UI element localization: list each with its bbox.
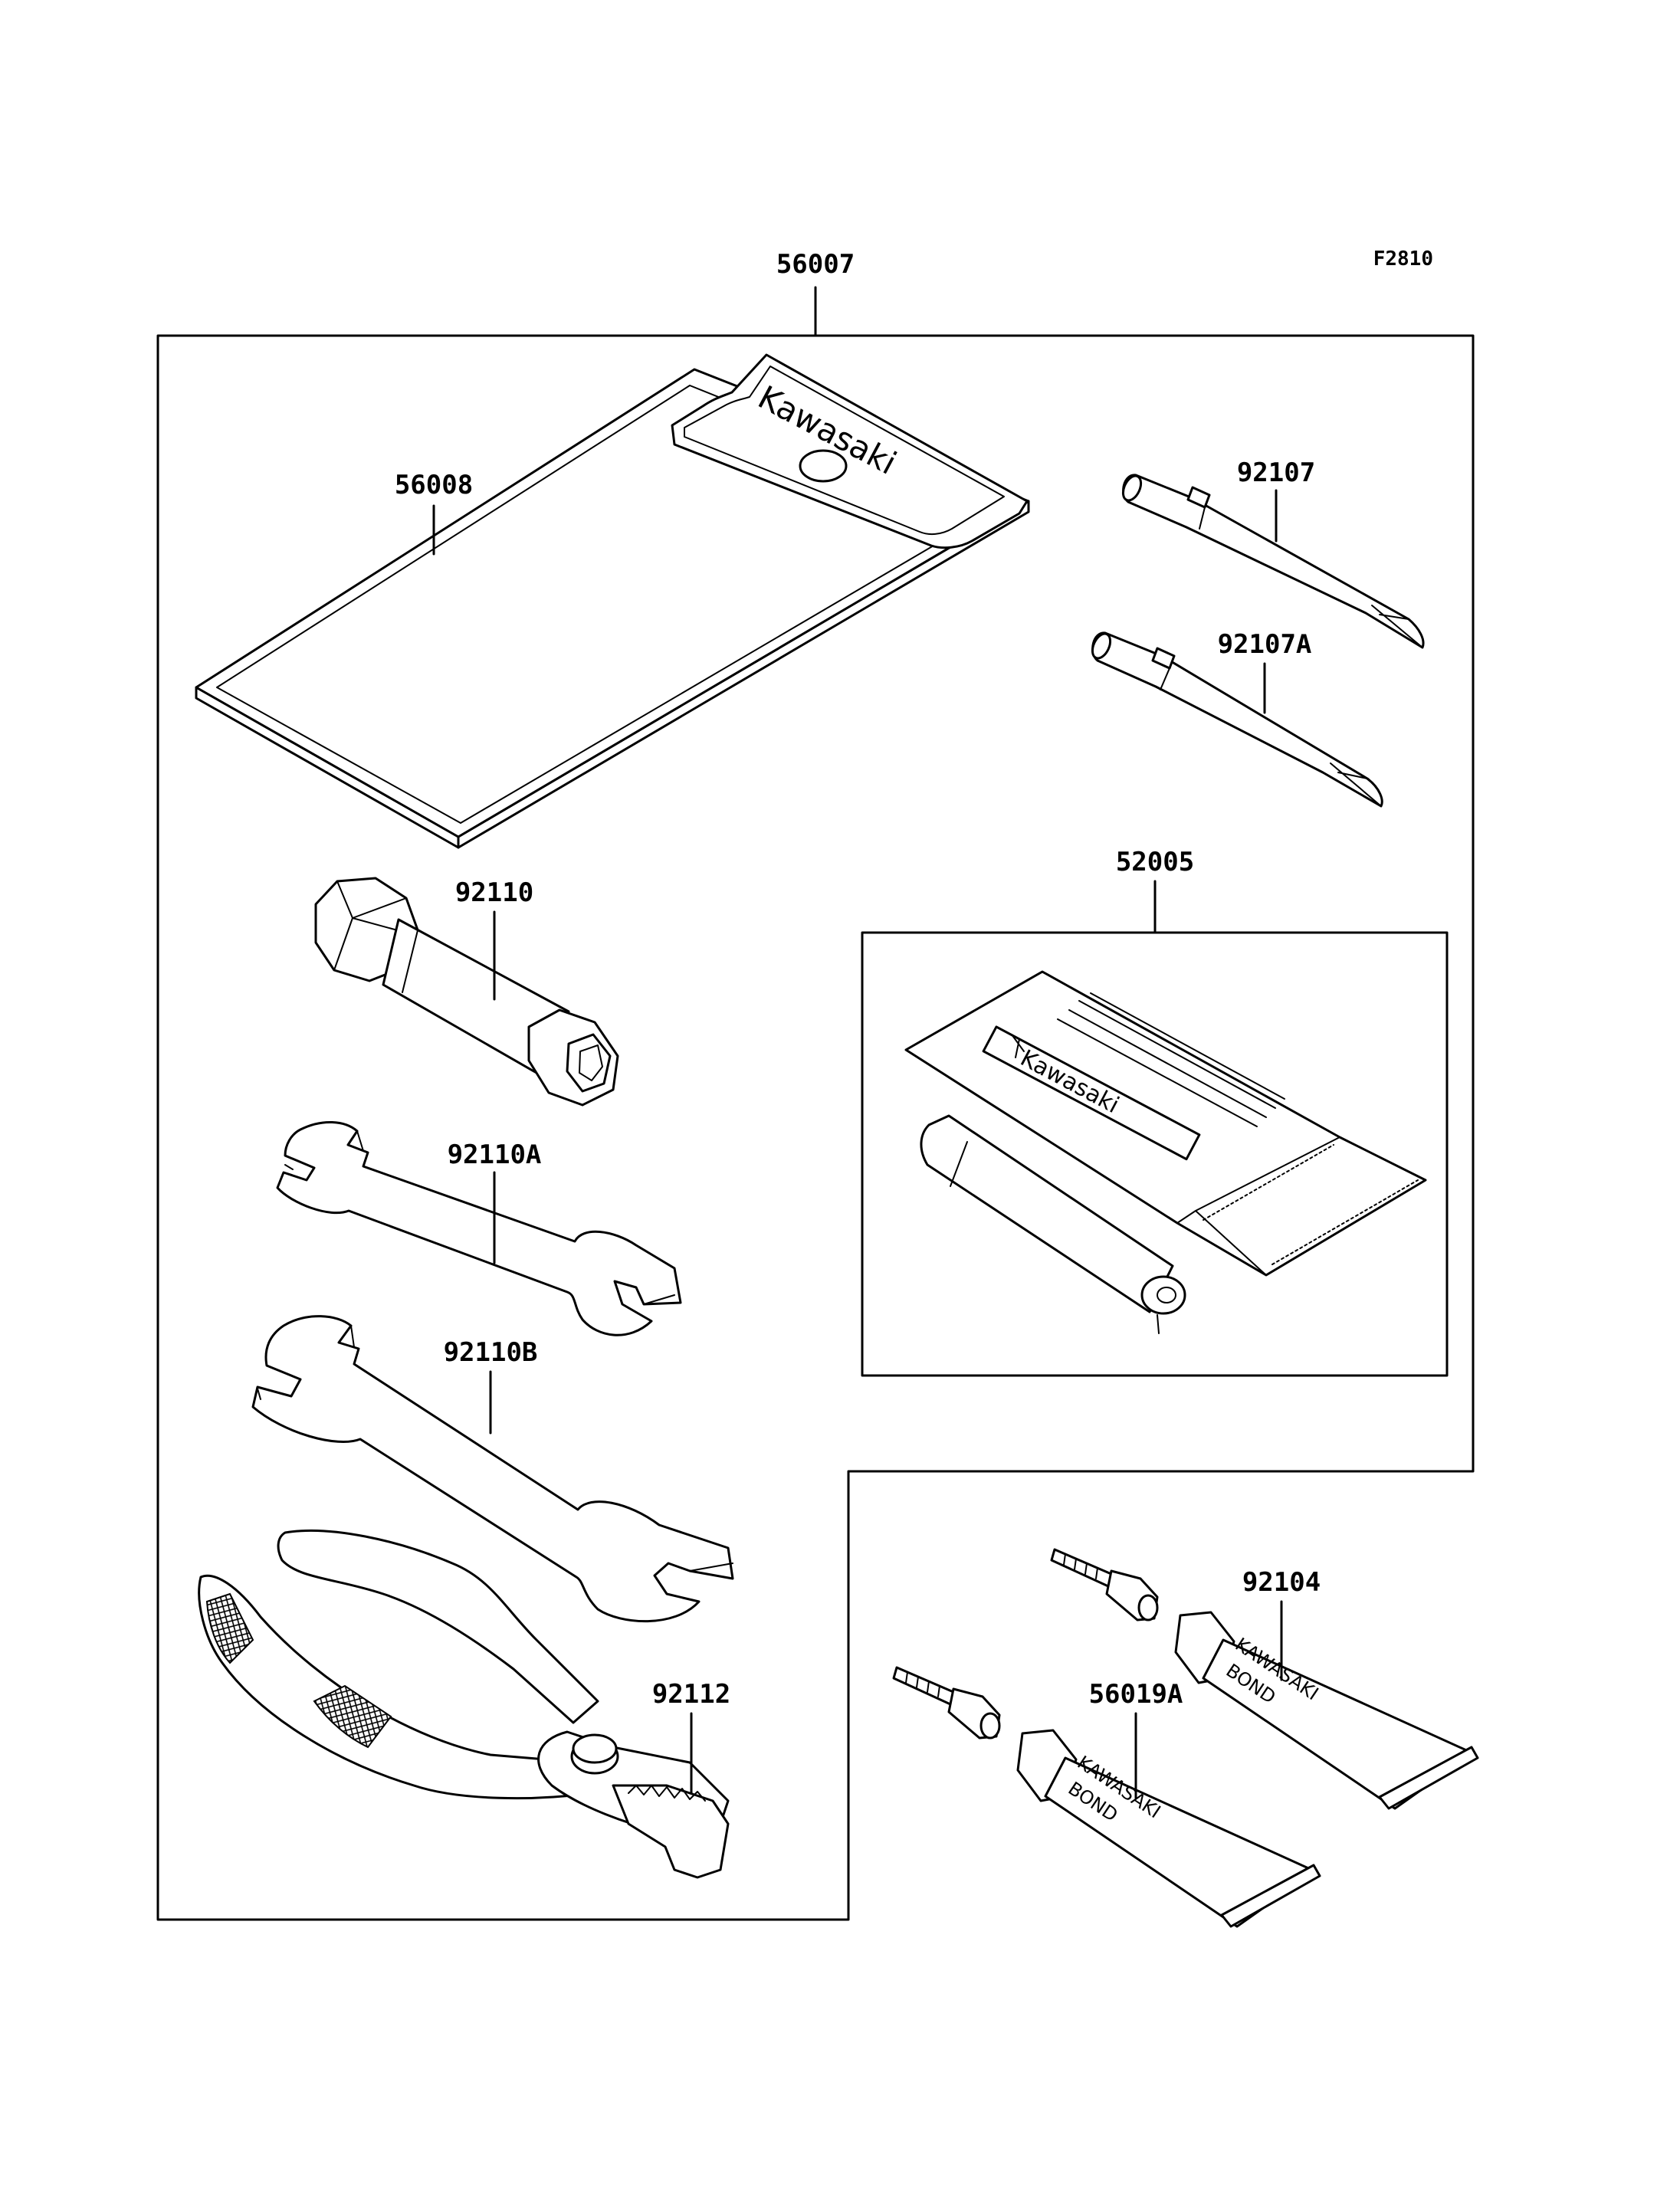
- figure-reference: F2810: [1373, 248, 1433, 271]
- callout-52005[interactable]: 52005: [1116, 847, 1194, 877]
- tool-pouch-icon[interactable]: Kawasaki: [195, 353, 1030, 849]
- callout-92104[interactable]: 92104: [1242, 1567, 1321, 1598]
- callout-56007[interactable]: 56007: [776, 249, 855, 280]
- bond-tube-icon[interactable]: KAWASAKI BOND: [1050, 1548, 1479, 1810]
- repair-kit-tool-icon[interactable]: [920, 1114, 1186, 1334]
- callout-92107A[interactable]: 92107A: [1218, 629, 1312, 660]
- callout-92110A[interactable]: 92110A: [448, 1139, 542, 1170]
- spark-plug-wrench-icon[interactable]: [314, 877, 619, 1107]
- open-end-wrench-a-icon[interactable]: [276, 1121, 682, 1336]
- callout-92110B[interactable]: 92110B: [444, 1337, 538, 1368]
- pliers-icon[interactable]: [198, 1529, 730, 1879]
- callout-56008[interactable]: 56008: [395, 470, 473, 500]
- screwdriver-bit-icon[interactable]: [1120, 473, 1425, 649]
- callout-56019A[interactable]: 56019A: [1089, 1679, 1183, 1710]
- repair-kit-envelope-icon[interactable]: Kawasaki: [904, 970, 1427, 1277]
- kit-outline: [156, 334, 1475, 1921]
- callout-92110[interactable]: 92110: [455, 877, 533, 908]
- callout-92107[interactable]: 92107: [1237, 457, 1315, 488]
- screwdriver-bit-a-icon[interactable]: [1089, 631, 1383, 808]
- callout-92112[interactable]: 92112: [652, 1679, 730, 1710]
- open-end-wrench-b-icon[interactable]: [251, 1315, 734, 1623]
